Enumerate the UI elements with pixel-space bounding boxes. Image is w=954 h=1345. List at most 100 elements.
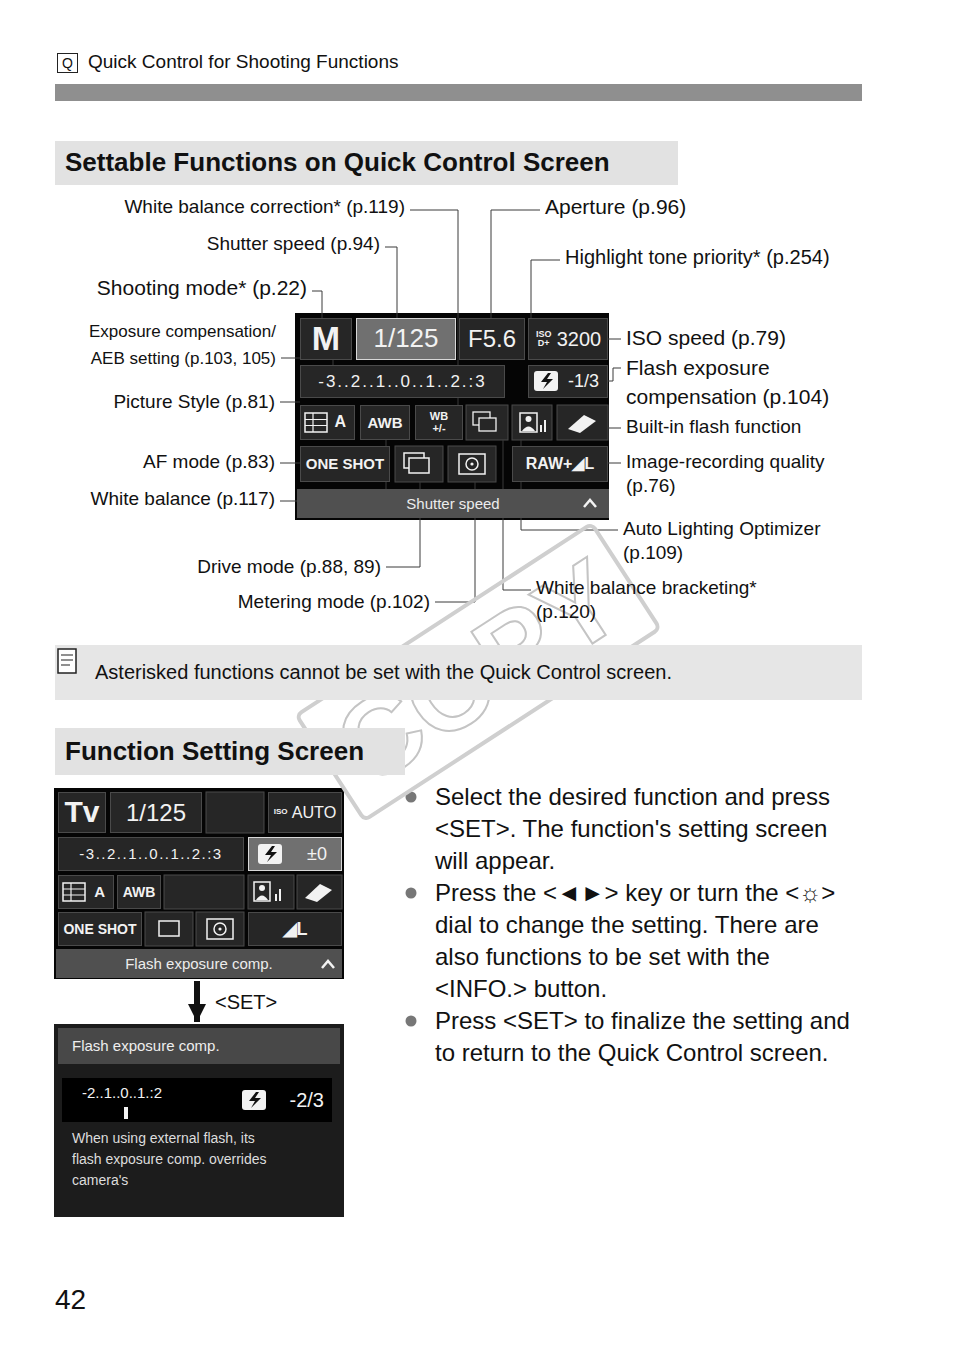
icon-frame: [479, 418, 496, 431]
bullet-text: Press <SET> to finalize the setting and …: [435, 1005, 862, 1069]
node-text: AWB: [368, 414, 403, 431]
icon-bolt: [249, 1092, 261, 1108]
callout-label: White balance (p.117): [0, 487, 275, 511]
bullet-text: Press the <◄►> key or turn the <☼> dial …: [435, 877, 862, 1005]
icon-frame: [520, 413, 537, 432]
bullet-text: Select the desired function and press <S…: [435, 781, 862, 877]
icon-body: [522, 427, 535, 432]
icon-frame: [242, 1090, 266, 1110]
node-text: -1/3: [568, 371, 599, 392]
node-text: RAW+◢L: [526, 455, 594, 473]
metering-icon: [207, 919, 233, 939]
lcd-status-bar: Shutter speed: [297, 489, 609, 518]
picture-style-icon: [63, 883, 85, 901]
lcd-cell: 1/125: [110, 792, 202, 833]
callout-label: AF mode (p.83): [0, 450, 275, 474]
lcd-screen: Tv 1/125 ISO AUTO -3..2..1..0..1..2.:3 ±0AAWB…: [54, 788, 344, 979]
icon-frame: [473, 412, 490, 425]
built-in-flash-icon: [305, 884, 332, 902]
callout-label: Auto Lighting Optimizer (p.109): [623, 517, 851, 565]
lcd-cell: [512, 405, 552, 440]
section-heading: Settable Functions on Quick Control Scre…: [55, 141, 678, 185]
lcd-cell: [248, 875, 294, 909]
node-text: 3200: [557, 328, 602, 351]
callout-label: Picture Style (p.81): [0, 390, 275, 414]
lcd-cell: RAW+◢L: [512, 446, 608, 482]
node-text: When using external flash, its flash exp…: [72, 1128, 272, 1191]
node-text: Q: [62, 55, 73, 71]
lcd-status-bar: Flash exposure comp.: [56, 949, 342, 978]
flash-comp-icon: [242, 1090, 266, 1110]
node-text: Shutter speed: [406, 495, 499, 512]
callout-label: Metering mode (p.102): [30, 590, 430, 614]
lcd-cell: [395, 446, 443, 482]
leader-line: [608, 463, 621, 464]
node-text: F5.6: [468, 325, 516, 353]
leader-line: [491, 210, 540, 318]
icon-grid: [305, 413, 327, 432]
icon-dot: [470, 462, 473, 465]
wb-bracketing-icon: [473, 412, 496, 431]
lcd-cell: AWB: [117, 875, 161, 909]
flash-comp-icon: [258, 844, 282, 864]
lcd-cell: ONE SHOT: [300, 446, 390, 482]
lcd-scale-panel: [62, 1078, 332, 1122]
icon-frame: [63, 883, 85, 901]
lcd-cell: ISO AUTO: [268, 792, 342, 833]
callout-label: Shutter speed (p.94): [0, 232, 380, 256]
node-text: Flash exposure comp.: [125, 955, 273, 972]
callout-label: Exposure compensation/ AEB setting (p.10…: [56, 318, 276, 372]
built-in-flash-icon: [568, 415, 596, 433]
icon-head: [259, 885, 265, 891]
leader-line: [608, 339, 621, 340]
node-text: ◢L: [283, 919, 308, 940]
node-text: ISO: [274, 808, 288, 816]
lcd-cell: Tv: [58, 792, 106, 833]
callout-label: Flash exposure compensation (p.104): [626, 353, 851, 411]
lcd-cell: AWB: [360, 405, 410, 440]
node-text: ±0: [307, 844, 327, 865]
leader-line: [280, 463, 300, 464]
lcd-cell: [557, 405, 608, 440]
node-text: WB +/-: [426, 411, 452, 434]
callout-label: Built-in flash function: [626, 415, 801, 439]
drive-mode-icon: [404, 453, 429, 473]
lcd-cell: [448, 446, 496, 482]
lcd-setting-screen: When using external flash, its flash exp…: [54, 1024, 344, 1217]
alo-icon: [254, 882, 280, 901]
node-text: 1/125: [126, 799, 186, 827]
lcd-cell: ◢L: [248, 912, 342, 946]
flow-arrow: [194, 981, 200, 1022]
header-rule: [55, 84, 862, 101]
icon-frame: [459, 454, 485, 474]
lcd-cell: -2/3: [236, 1080, 332, 1120]
icon-frame: [207, 919, 233, 939]
icon-frame: [409, 458, 429, 473]
leader-line: [280, 402, 300, 403]
callout-label: Shooting mode* (p.22): [0, 275, 307, 301]
lcd-screen: M1/125F5.6ISO D+3200-3..2..1..0..1..2.:3…: [295, 313, 609, 520]
lcd-screen: [295, 313, 609, 520]
caret: [322, 961, 334, 968]
callout-label: Highlight tone priority* (p.254): [565, 245, 830, 270]
icon-bolt: [265, 846, 277, 862]
lcd-scale: -3..2..1..0..1..2.:3: [58, 837, 244, 871]
node-text: Flash exposure comp.: [72, 1037, 220, 1054]
icon-frame: [258, 844, 282, 864]
lcd-cell: [164, 875, 244, 909]
lcd-cell: ISO D+3200: [528, 318, 608, 360]
node-text: AUTO: [292, 803, 337, 822]
lcd-screen: [54, 1024, 344, 1217]
note-icon: [58, 649, 76, 673]
picture-style-icon: [305, 413, 327, 432]
node-text: Function Setting Screen: [65, 737, 364, 767]
lcd-cell: [297, 875, 342, 909]
note-icon-lines: [61, 655, 73, 665]
lcd-scale: -3..2..1..0..1..2.:3: [300, 365, 505, 398]
metering-icon: [459, 454, 485, 474]
lcd-cell: [206, 792, 264, 833]
drive-mode-icon: [159, 921, 179, 936]
lcd-cell: A: [58, 875, 114, 909]
icon-bars: [276, 889, 280, 901]
callout-label: Aperture (p.96): [545, 194, 686, 220]
